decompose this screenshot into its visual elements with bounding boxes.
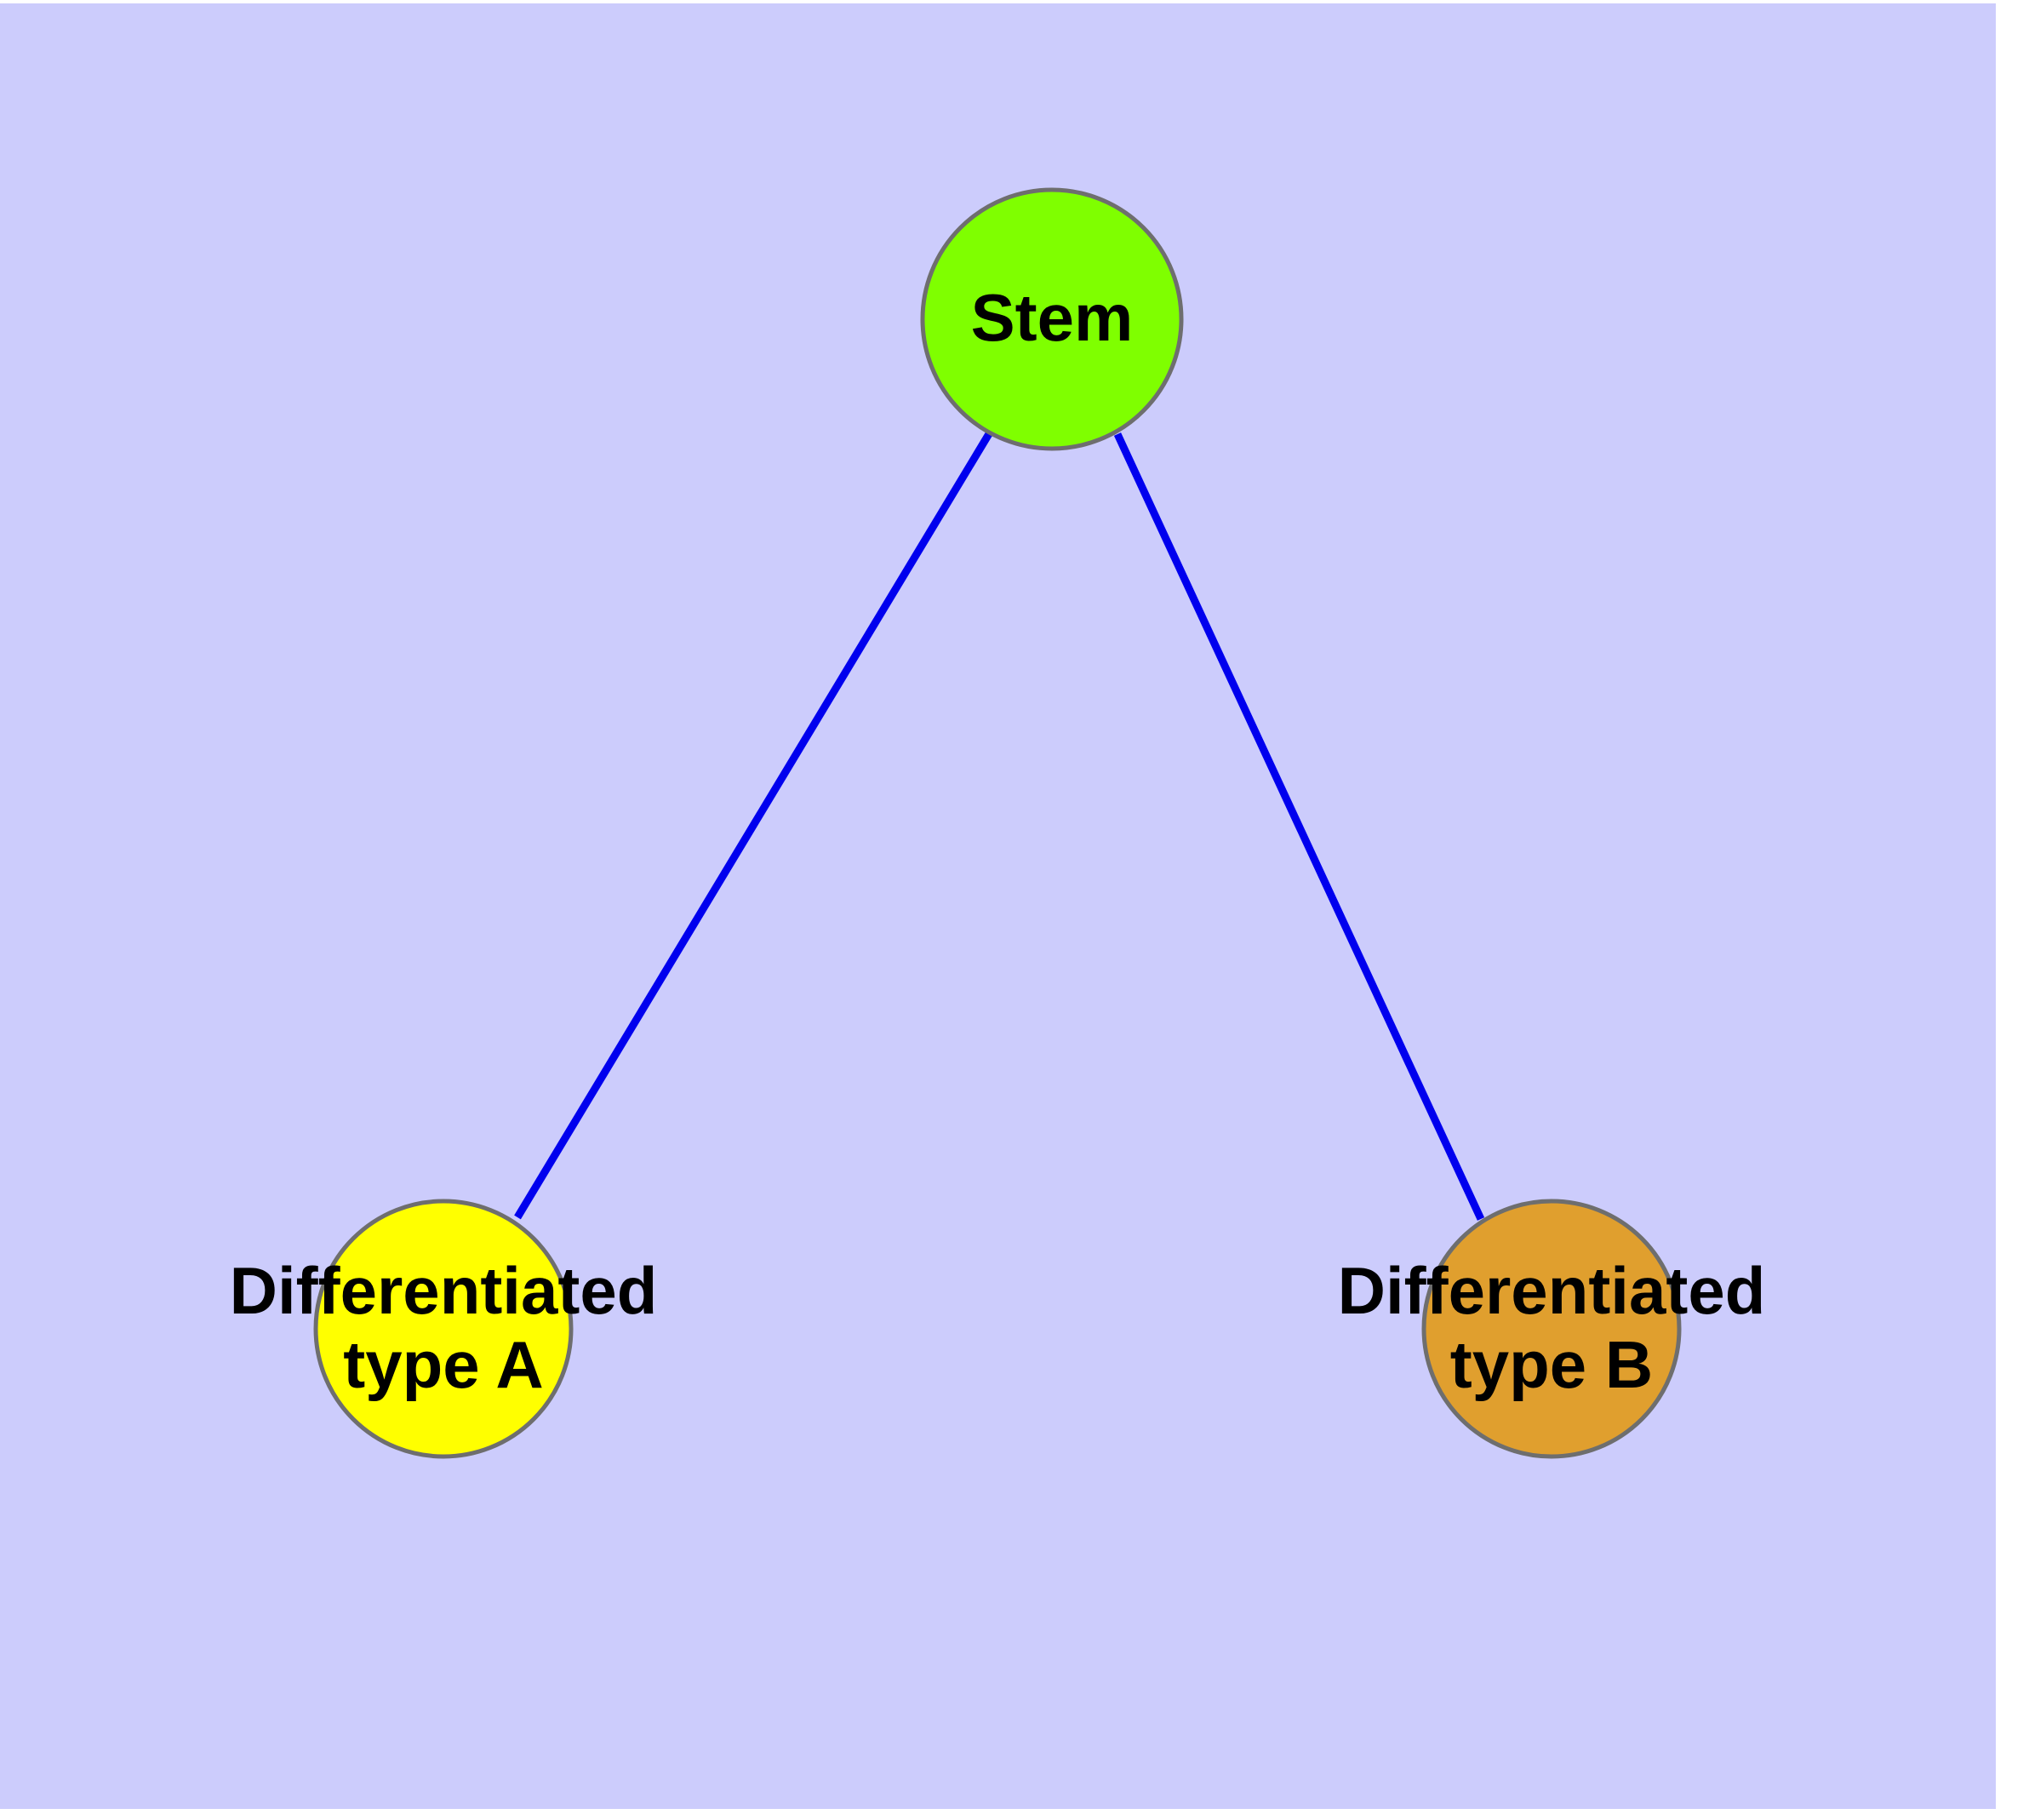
node-differentiated-type-b[interactable] (1421, 1199, 1682, 1459)
node-differentiated-type-a[interactable] (313, 1199, 574, 1459)
node-layer (313, 187, 1682, 1459)
edge-layer (514, 430, 1485, 1221)
node-stem[interactable] (920, 187, 1184, 451)
edge-stem-to-differentiated-type-a[interactable] (514, 430, 993, 1220)
edge-stem-to-differentiated-type-b[interactable] (1113, 432, 1485, 1221)
